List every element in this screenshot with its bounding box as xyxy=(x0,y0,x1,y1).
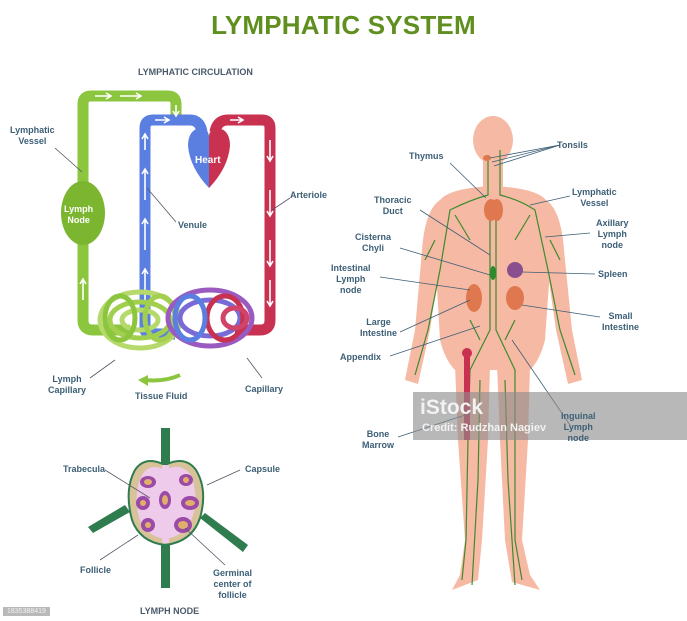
label-lymph-capillary: Lymph Capillary xyxy=(48,374,86,396)
label-lymph-node: Lymph Node xyxy=(64,204,93,226)
label-line: follicle xyxy=(218,590,247,600)
label-line: Vessel xyxy=(580,198,609,208)
label-cisterna-chyli: Cisterna Chyli xyxy=(355,232,391,254)
circulation-heading: LYMPHATIC CIRCULATION xyxy=(138,67,253,77)
label-line: Thoracic xyxy=(374,195,412,205)
label-line: Node xyxy=(67,215,90,225)
watermark-credit: Credit: Rudzhan Nagiev xyxy=(422,422,547,434)
label-line: node xyxy=(567,433,590,443)
label-appendix: Appendix xyxy=(340,352,382,362)
label-line: Germinal xyxy=(213,568,253,578)
label-line: node xyxy=(340,285,362,295)
label-trabecula: Trabecula xyxy=(63,464,106,474)
label-line: Lymph xyxy=(597,229,627,239)
label-axillary-lymph-node: Axillary Lymph node xyxy=(596,218,629,251)
label-body-lymphatic-vessel: Lymphatic Vessel xyxy=(572,187,617,209)
heart-shape xyxy=(188,128,209,188)
arteriole-path xyxy=(209,114,276,336)
label-line: Inguinal xyxy=(561,411,596,421)
label-thoracic-duct: Thoracic Duct xyxy=(374,195,412,217)
label-line: Bone xyxy=(366,429,390,439)
label-arteriole: Arteriole xyxy=(290,190,328,200)
label-spleen: Spleen xyxy=(598,269,628,279)
label-bone-marrow: Bone Marrow xyxy=(362,429,394,451)
watermark-banner xyxy=(413,392,687,440)
label-thymus: Thymus xyxy=(409,151,444,161)
large-intestine xyxy=(466,284,482,312)
label-line: Lymphatic xyxy=(10,125,55,135)
lymph-node-vessels xyxy=(88,428,248,588)
label-venule: Venule xyxy=(178,220,208,230)
label-heart: Heart xyxy=(195,155,221,166)
lymph-node-heading: LYMPH NODE xyxy=(140,606,200,616)
label-line: Intestinal xyxy=(331,263,371,273)
label-line: Lymph xyxy=(64,204,94,214)
follicles xyxy=(136,474,199,533)
label-tissue-fluid: Tissue Fluid xyxy=(135,391,188,401)
label-line: Lymph xyxy=(52,374,82,384)
label-line: node xyxy=(601,240,624,250)
body-leader-lines xyxy=(379,144,601,438)
label-line: Large xyxy=(366,317,391,327)
label-line: Cisterna xyxy=(355,232,392,242)
cisterna-chyli xyxy=(490,266,496,280)
leader-lines xyxy=(54,147,291,379)
label-lymphatic-vessel: Lymphatic Vessel xyxy=(10,125,55,147)
stock-id: 1835388419 xyxy=(3,607,50,616)
label-tonsils: Tonsils xyxy=(557,140,588,150)
label-line: center of xyxy=(213,579,252,589)
label-capillary: Capillary xyxy=(245,384,284,394)
small-intestine xyxy=(506,286,524,310)
label-line: Intestine xyxy=(360,328,398,338)
capillary-bed xyxy=(97,287,255,351)
body-silhouette xyxy=(405,116,582,590)
tissue-fluid-arrow xyxy=(144,373,181,383)
spleen xyxy=(507,262,523,278)
label-capsule: Capsule xyxy=(245,464,281,474)
label-inguinal-lymph-node: Inguinal Lymph node xyxy=(561,411,596,444)
label-line: Small xyxy=(608,311,633,321)
watermark-logo: iStock xyxy=(420,396,484,419)
label-small-intestine: Small Intestine xyxy=(602,311,639,333)
label-intestinal-lymph-node: Intestinal Lymph node xyxy=(331,263,371,296)
label-line: Duct xyxy=(382,206,403,216)
label-line: Lymphatic xyxy=(572,187,617,197)
label-line: Capillary xyxy=(48,385,87,395)
tonsil xyxy=(483,155,491,161)
label-line: Lymph xyxy=(336,274,366,284)
label-germinal-center: Germinal center of follicle xyxy=(213,568,252,601)
label-line: Vessel xyxy=(18,136,47,146)
label-line: Axillary xyxy=(596,218,629,228)
label-line: Marrow xyxy=(362,440,395,450)
lymph-node-oval xyxy=(61,181,105,245)
label-line: Intestine xyxy=(602,322,640,332)
label-large-intestine: Large Intestine xyxy=(360,317,397,339)
page-title: LYMPHATIC SYSTEM xyxy=(211,10,476,40)
label-line: Lymph xyxy=(563,422,593,432)
label-line: Chyli xyxy=(362,243,385,253)
label-follicle: Follicle xyxy=(80,565,112,575)
node-leader-lines xyxy=(99,469,241,566)
venule-path xyxy=(139,114,208,330)
